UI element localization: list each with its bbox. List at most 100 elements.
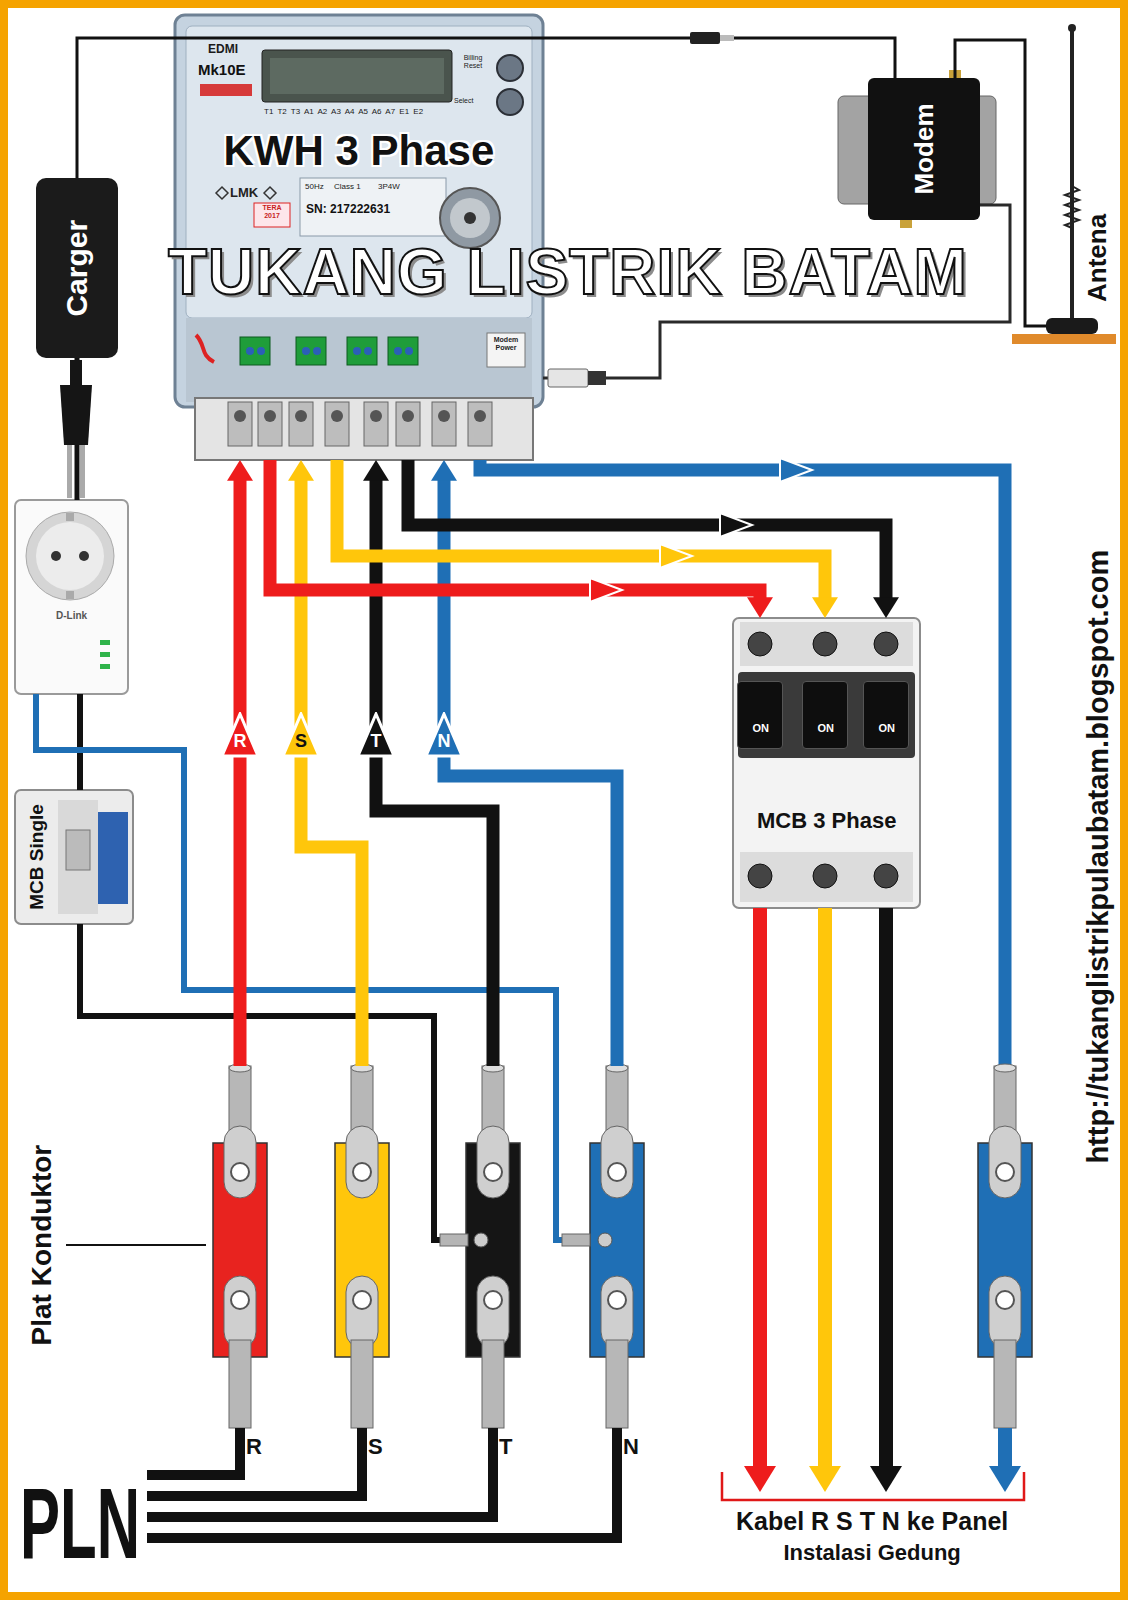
charger-box: Carger <box>36 178 118 358</box>
leader-line <box>66 1244 206 1246</box>
kwh-meter <box>464 212 476 224</box>
text-holder: T <box>499 1434 512 1459</box>
mcb-three-phase <box>733 618 920 908</box>
kwh-meter <box>394 347 402 355</box>
kwh-meter <box>331 410 343 422</box>
text-holder: SN: 217222631 <box>306 203 390 217</box>
mcb-three-phase-box: MCB 3 PhaseONONON <box>733 618 920 908</box>
bus-bar-box: R <box>213 1066 267 1428</box>
kwh-meter <box>200 84 252 96</box>
text-holder: Carger <box>60 219 95 316</box>
wire <box>147 1428 617 1538</box>
wire <box>80 924 466 1240</box>
bracket <box>722 1472 1024 1500</box>
bus-bar <box>335 1064 389 1428</box>
power-socket <box>66 591 74 599</box>
text-holder: Mk10E <box>198 61 246 78</box>
cable-lug <box>474 1233 488 1247</box>
power-socket <box>15 500 128 694</box>
din-rail <box>900 219 912 228</box>
mcb-single <box>98 812 128 904</box>
antenna-box: Antena <box>1046 22 1116 352</box>
device-title: Antena <box>1083 214 1113 302</box>
bus-bar <box>590 1064 644 1428</box>
text-holder: Kabel R S T N ke Panel <box>736 1507 1008 1536</box>
power-socket <box>26 512 114 600</box>
switch-state: ON <box>879 722 896 735</box>
mcb-single <box>58 800 98 914</box>
text-holder: LMK <box>230 186 258 201</box>
antenna <box>1068 24 1076 32</box>
rating-text: Class 1 <box>334 182 361 191</box>
arrow-head <box>747 597 773 618</box>
brand-name: EDMI <box>208 43 238 57</box>
arrow-head <box>873 597 899 618</box>
kwh-meter <box>296 337 326 365</box>
text-holder: EDMI <box>208 43 238 57</box>
wire <box>80 694 81 790</box>
register-labels: T1 T2 T3 A1 A2 A3 A4 A5 A6 A7 E1 E2 <box>264 107 423 116</box>
kwh-meter <box>289 402 313 446</box>
supply-box: PLN <box>12 1465 147 1590</box>
device-title: KWH 3 Phase <box>224 127 495 175</box>
kwh-meter <box>258 402 282 446</box>
wire <box>227 460 253 1066</box>
antenna <box>1065 186 1079 228</box>
power-plug <box>60 360 92 498</box>
kwh-meter <box>195 398 533 460</box>
serial-number: SN: 217222631 <box>306 203 390 217</box>
kwh-meter <box>402 410 414 422</box>
bus-bar <box>213 1064 1032 1428</box>
output-caption: Kabel R S T N ke Panel <box>736 1507 1008 1536</box>
output-cable <box>818 908 832 1470</box>
bus-bar-box: S <box>335 1066 389 1428</box>
bus-bar <box>466 1064 520 1428</box>
device-title: MCB Single <box>26 804 48 910</box>
text-holder: S <box>368 1434 383 1459</box>
kwh-meter <box>364 347 372 355</box>
text-holder: Select <box>454 97 473 105</box>
kwh-meter <box>264 410 276 422</box>
wire <box>77 38 895 178</box>
kwh-meter <box>347 337 377 365</box>
breaker-toggle: ON <box>863 681 909 749</box>
wire <box>147 1428 240 1475</box>
power-socket <box>100 652 110 657</box>
wire <box>147 1428 362 1496</box>
supply-name: PLN <box>19 1473 139 1573</box>
phase-name: R <box>220 712 260 752</box>
kwh-meter <box>295 410 307 422</box>
output-cable <box>744 908 1021 1492</box>
power-socket <box>66 513 74 521</box>
dc-plug <box>720 35 734 41</box>
mcb-three-phase <box>874 632 898 656</box>
rj45-plug <box>588 371 606 385</box>
cable-lug <box>562 1234 590 1246</box>
power-socket <box>36 522 104 590</box>
mcb-three-phase <box>738 672 915 758</box>
kwh-meter <box>264 187 276 199</box>
wire <box>147 1428 362 1496</box>
device-title: Modem <box>909 103 939 194</box>
antenna <box>1046 318 1098 334</box>
button-label: Select <box>454 97 473 105</box>
brand-name: LMK <box>230 186 258 201</box>
kwh-meter <box>246 347 254 355</box>
watermark-title: TUKANG LISTRIK BATAM <box>168 236 968 310</box>
text-holder: Antena <box>1083 214 1113 302</box>
mcb-three-phase <box>748 864 772 888</box>
button-label: Billing Reset <box>454 54 492 70</box>
phase-name: S <box>368 1434 383 1459</box>
arrow-head <box>363 460 389 481</box>
part-name: Plat Konduktor <box>26 1145 58 1346</box>
text-holder: Modem <box>909 103 939 194</box>
kwh-meter <box>438 410 450 422</box>
kwh-meter <box>302 347 310 355</box>
device-title: Carger <box>60 219 95 316</box>
wire <box>147 1428 240 1475</box>
mcb-single <box>15 790 133 924</box>
cable-lug <box>440 1234 468 1246</box>
wire <box>77 38 895 178</box>
wire <box>147 1428 493 1517</box>
mcb-single <box>15 790 133 924</box>
